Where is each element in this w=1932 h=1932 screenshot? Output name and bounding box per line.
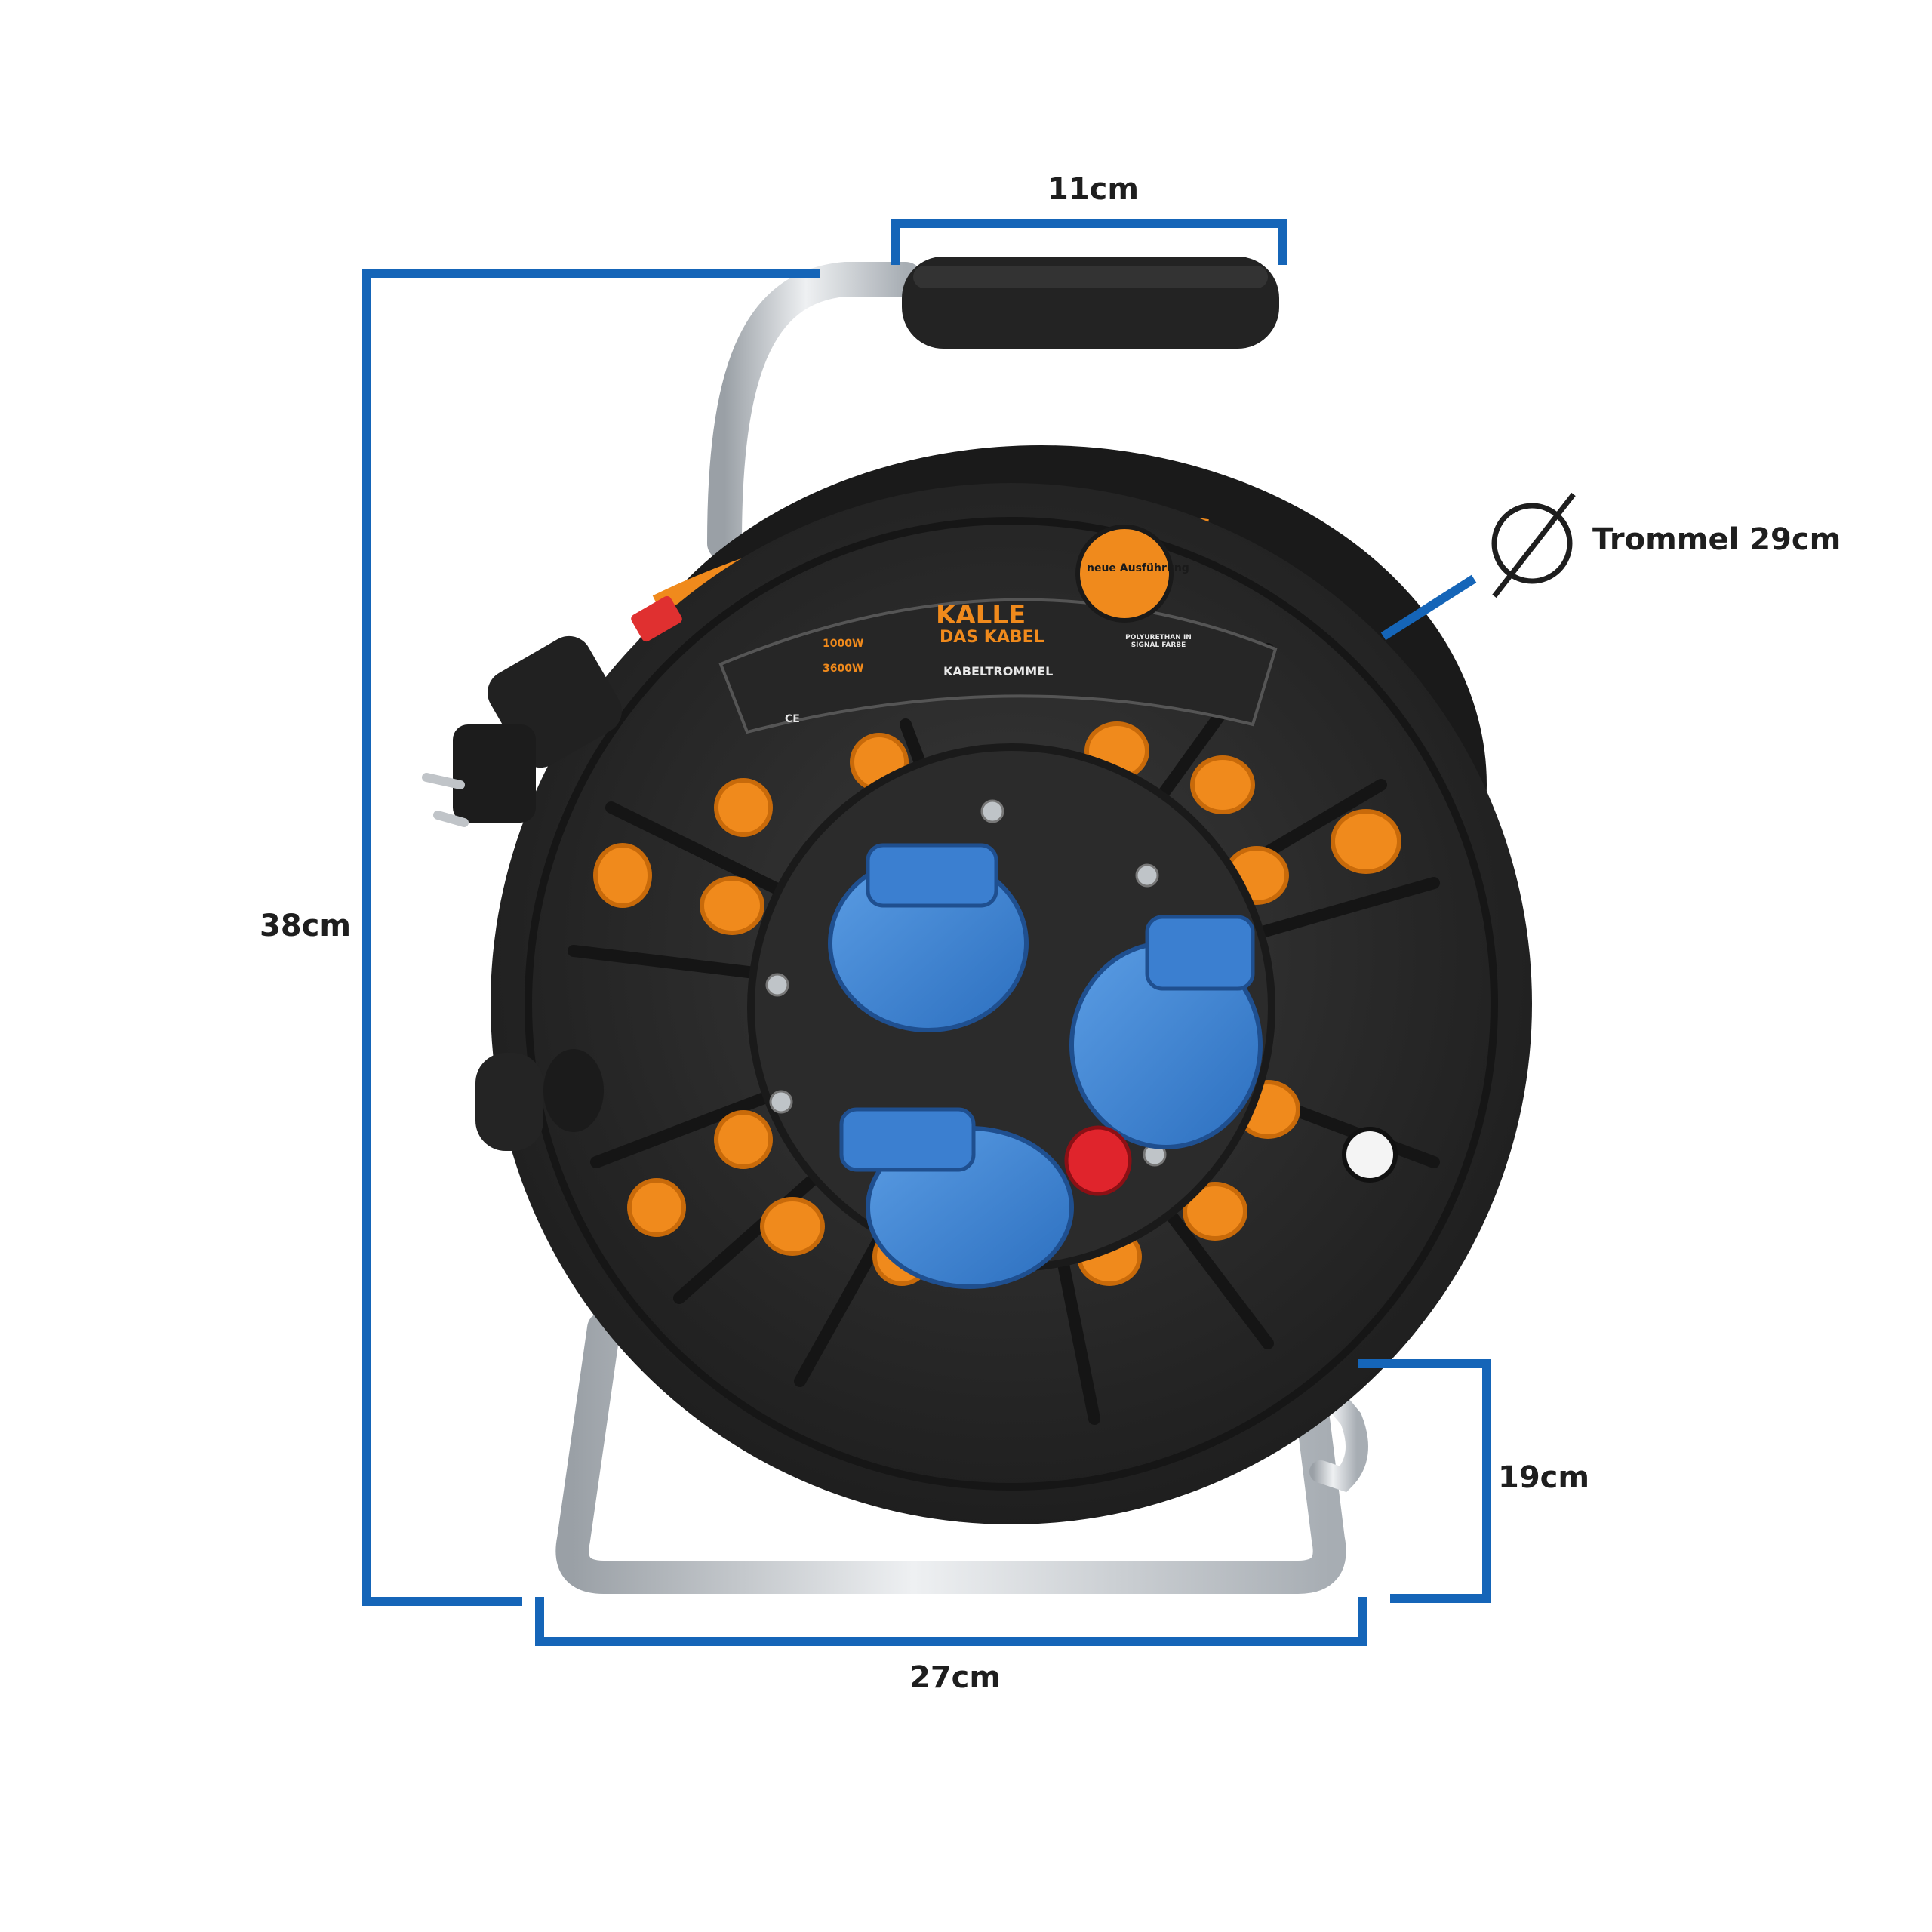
frame-rod-hole [1342,1127,1398,1183]
frame-rear-leg [1302,1362,1368,1493]
diameter-icon [1491,492,1576,598]
total-height-line [362,269,820,1606]
total-height-label: 38cm [260,909,352,943]
reset-button [1064,1125,1132,1196]
brand-subline: DAS KABEL [940,628,1044,647]
ce-mark: CE [785,713,800,725]
handle-grip [902,257,1279,349]
base-depth-label: 19cm [1498,1460,1590,1495]
drum-pointer-line [1380,574,1477,641]
cable-outlet [475,1049,604,1151]
power-unrolled: 3600W [823,663,864,675]
product-label [718,525,1278,734]
base-depth-line [1358,1359,1491,1603]
material-note: POLYURETHAN IN SIGNAL FARBE [1125,634,1192,649]
brand-name: KALLE [936,600,1026,630]
handle-width-label: 11cm [1048,172,1140,207]
base-width-label: 27cm [909,1660,1001,1695]
dimension-lines [362,219,1491,1646]
badge-text: neue Ausführung [1087,562,1189,574]
drum [475,445,1532,1524]
power-plug [422,595,682,827]
hub-screws [765,799,1167,1167]
frame-upper-tube [707,262,923,561]
socket-right [1069,915,1263,1149]
socket-bottom [839,1107,1074,1289]
handle-width-line [891,219,1287,265]
socket-top-left [828,843,1029,1032]
cable-windows [593,721,1401,1286]
metal-frame [555,262,1368,1594]
product-name: KABELTROMMEL [943,664,1054,678]
base-width-line [535,1597,1367,1646]
power-rolled: 1000W [823,638,864,650]
frame-base [555,1312,1346,1594]
drum-diameter-label: Trommel 29cm [1592,522,1841,557]
